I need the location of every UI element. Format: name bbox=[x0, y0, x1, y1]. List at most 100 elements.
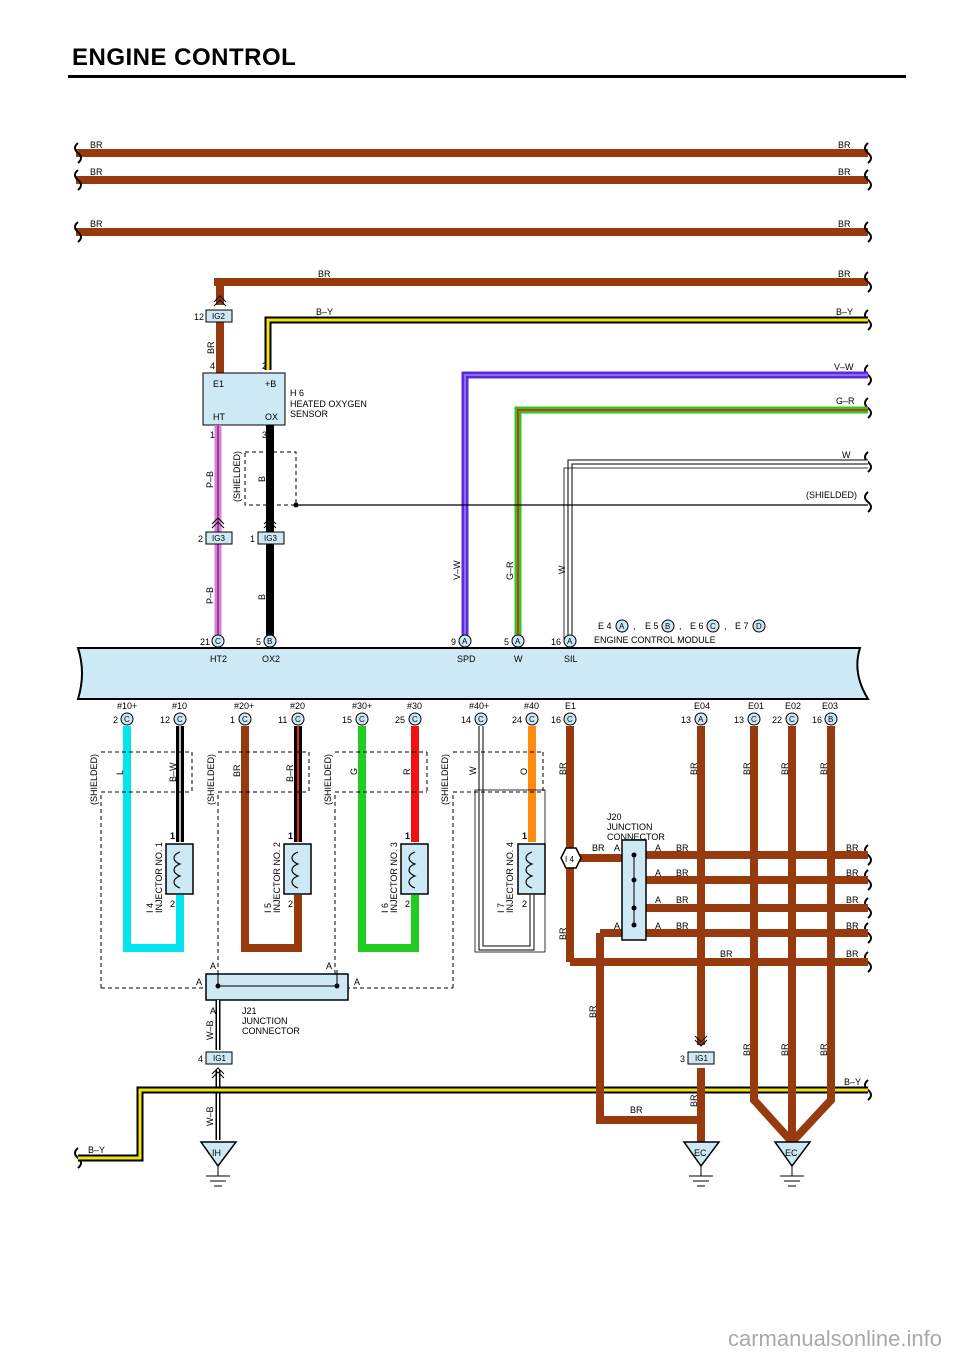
wire-label-by: B–Y bbox=[88, 1145, 105, 1155]
title-rule bbox=[68, 75, 906, 78]
svg-text:22: 22 bbox=[772, 715, 782, 725]
conn-letter: B bbox=[665, 622, 670, 631]
sensor-plusb: +B bbox=[265, 379, 276, 389]
svg-text:E1: E1 bbox=[565, 701, 576, 711]
svg-text:C: C bbox=[242, 715, 248, 724]
connector-ig1-label: IG1 bbox=[213, 1054, 226, 1063]
svg-text:INJECTOR NO. 4: INJECTOR NO. 4 bbox=[505, 842, 515, 913]
ecm-bottom-terms: #10+ #10 #20+ #20 #30+ #30 #40+ #40 E1 E… bbox=[117, 701, 838, 711]
svg-text:INJECTOR NO. 2: INJECTOR NO. 2 bbox=[272, 842, 282, 913]
wire-label-br: BR bbox=[846, 921, 859, 931]
wire-label-br: BR bbox=[780, 1043, 790, 1056]
comma: , bbox=[633, 621, 636, 631]
svg-text:24: 24 bbox=[512, 715, 522, 725]
svg-text:5: 5 bbox=[256, 637, 261, 647]
wire-label-br: BR bbox=[90, 219, 103, 229]
ecm-conn-e6: E 6 bbox=[690, 621, 704, 631]
conn-letter: D bbox=[756, 622, 762, 631]
svg-text:C: C bbox=[529, 715, 535, 724]
junction-i4: I 4 bbox=[560, 847, 582, 869]
sensor-e1: E1 bbox=[213, 379, 224, 389]
j20-pins: A A A A A A bbox=[614, 843, 661, 931]
svg-text:9: 9 bbox=[451, 637, 456, 647]
wire-label-br: BR bbox=[838, 219, 851, 229]
connector-arrow bbox=[213, 295, 227, 307]
svg-text:A: A bbox=[614, 843, 620, 853]
svg-text:I 7: I 7 bbox=[496, 903, 506, 913]
svg-text:A: A bbox=[655, 921, 661, 931]
wire-label-b: B bbox=[257, 476, 267, 482]
svg-text:#40+: #40+ bbox=[469, 701, 489, 711]
conn-circle bbox=[752, 619, 766, 633]
svg-text:I 6: I 6 bbox=[380, 903, 390, 913]
j20-line1: JUNCTION bbox=[607, 822, 653, 832]
wire-label: B–W bbox=[168, 762, 178, 782]
svg-text:1: 1 bbox=[288, 831, 293, 841]
wire-label-br: BR bbox=[819, 762, 829, 775]
wire-label-br: BR bbox=[742, 1043, 752, 1056]
wire-label-vw: V–W bbox=[452, 560, 462, 580]
pin-number: 3 bbox=[262, 430, 267, 440]
svg-text:A: A bbox=[462, 637, 468, 646]
wire-w bbox=[567, 459, 868, 640]
ecm-conn-e5: E 5 bbox=[645, 621, 659, 631]
wire-label-br: BR bbox=[838, 140, 851, 150]
svg-text:2: 2 bbox=[113, 715, 118, 725]
pin-number: 2 bbox=[198, 534, 203, 544]
ecm-top-pins: 21 C 5 B 9 A 5 A 16 A bbox=[200, 634, 577, 648]
wire-label-br: BR bbox=[90, 167, 103, 177]
wire-label-gr: G–R bbox=[836, 396, 855, 406]
svg-text:2: 2 bbox=[170, 899, 175, 909]
pin-number: 1 bbox=[250, 534, 255, 544]
svg-text:E02: E02 bbox=[785, 701, 801, 711]
wire-b-y-bottom bbox=[78, 1086, 868, 1162]
svg-text:B: B bbox=[267, 637, 272, 646]
conn-letter: A bbox=[619, 622, 625, 631]
svg-text:13: 13 bbox=[681, 715, 691, 725]
shield-junction bbox=[293, 502, 299, 508]
engine-control-module bbox=[76, 647, 870, 700]
wire-label-by: B–Y bbox=[836, 307, 853, 317]
svg-text:12: 12 bbox=[160, 715, 170, 725]
pin-number: 1 bbox=[210, 430, 215, 440]
wire-label-w: W bbox=[842, 450, 851, 460]
wire-label-w: W bbox=[557, 565, 567, 574]
ecm-conn-e4: E 4 bbox=[598, 621, 612, 631]
sensor-ht: HT bbox=[213, 412, 225, 422]
sensor-name-line1: HEATED OXYGEN bbox=[290, 399, 367, 409]
shield-label: (SHIELDED) bbox=[323, 754, 333, 805]
wire-label-wb: W–B bbox=[205, 1020, 215, 1040]
svg-text:A: A bbox=[655, 895, 661, 905]
svg-text:16: 16 bbox=[551, 715, 561, 725]
j20-line2: CONNECTOR bbox=[607, 832, 665, 842]
svg-text:#20+: #20+ bbox=[234, 701, 254, 711]
wire-label: W bbox=[468, 766, 478, 775]
br-bus-wires bbox=[76, 149, 868, 286]
wire-label-br: BR bbox=[720, 949, 733, 959]
wire-label-br: BR bbox=[206, 341, 216, 354]
wire-label-br: BR bbox=[846, 895, 859, 905]
pin-number: 3 bbox=[680, 1054, 685, 1064]
wire-label-br: BR bbox=[838, 269, 851, 279]
shield-label: (SHIELDED) bbox=[232, 451, 242, 502]
wire-label: O bbox=[519, 768, 529, 775]
svg-text:1: 1 bbox=[405, 831, 410, 841]
injector-no3: 1 2 I 6 INJECTOR NO. 3 bbox=[380, 831, 429, 913]
sensor-code: H 6 bbox=[290, 388, 304, 398]
ecm-term-spd: SPD bbox=[457, 654, 476, 664]
svg-text:C: C bbox=[215, 637, 221, 646]
j20-code: J20 bbox=[607, 812, 622, 822]
j21-pin: A bbox=[196, 977, 202, 987]
injector-wires bbox=[123, 726, 536, 952]
sensor-ox: OX bbox=[265, 412, 278, 422]
svg-text:A: A bbox=[567, 637, 573, 646]
svg-text:13: 13 bbox=[734, 715, 744, 725]
svg-text:IH: IH bbox=[212, 1148, 221, 1158]
svg-text:C: C bbox=[295, 715, 301, 724]
wire-v-w bbox=[461, 371, 868, 640]
svg-text:2: 2 bbox=[522, 899, 527, 909]
svg-text:2: 2 bbox=[288, 899, 293, 909]
conn-letter: C bbox=[710, 622, 716, 631]
svg-text:C: C bbox=[359, 715, 365, 724]
connector-ig1 bbox=[687, 1051, 715, 1065]
